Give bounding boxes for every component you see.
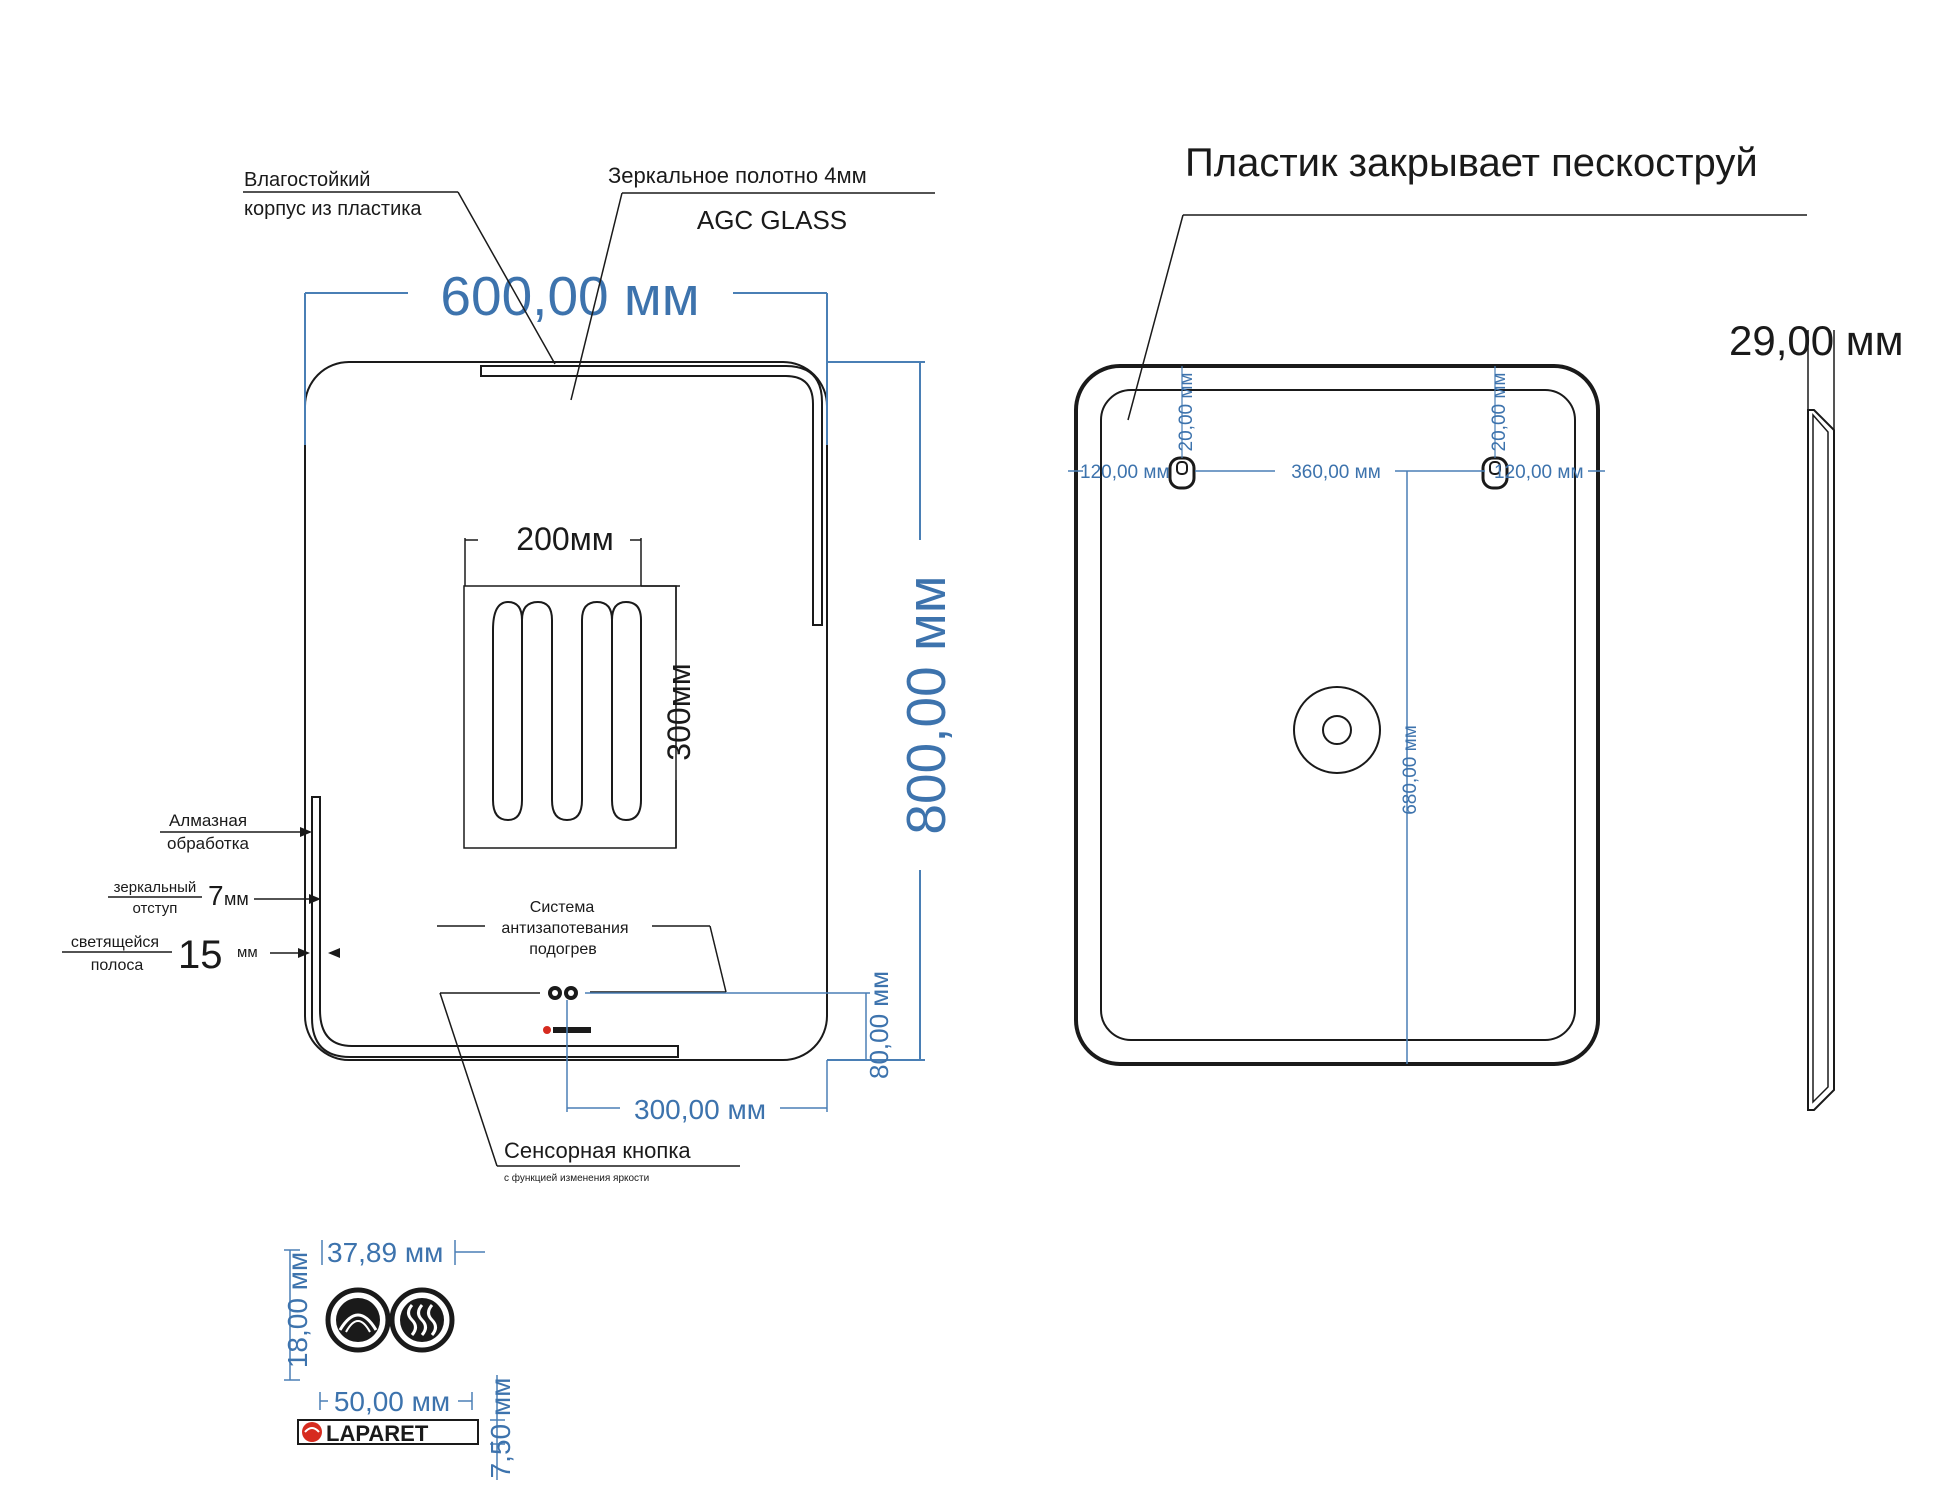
back-title: Пластик закрывает пескоструй bbox=[1185, 141, 1758, 185]
bottom-left-light-strip bbox=[311, 796, 679, 1058]
strip-unit: мм bbox=[237, 944, 258, 961]
front-logo-bar bbox=[553, 1027, 591, 1033]
mirror-front-outline bbox=[304, 361, 828, 1061]
detail-logo-text: LAPARET bbox=[326, 1421, 429, 1446]
hook-top-left-label: 20,00 мм bbox=[1176, 373, 1197, 452]
mirror-back-inner bbox=[1100, 389, 1576, 1041]
callout-housing-line1: Влагостойкий bbox=[244, 169, 370, 191]
callout-antifog-line2: антизапотевания bbox=[501, 920, 628, 937]
hook-top-right-label: 20,00 мм bbox=[1489, 373, 1510, 452]
mirror-offset-unit: мм bbox=[224, 889, 249, 909]
detail-view: 37,89 мм 18,00 мм 50,00 мм bbox=[282, 1237, 516, 1480]
detail-buttons-width: 37,89 мм bbox=[327, 1237, 443, 1268]
back-title-leader bbox=[1127, 214, 1184, 421]
strip-label-line2: полоса bbox=[91, 957, 144, 974]
strip-arrow-right bbox=[328, 948, 340, 958]
hook-left-edge-label: 120,00 мм bbox=[1080, 462, 1170, 483]
side-profile-outer bbox=[1807, 409, 1835, 1111]
callout-housing-line2: корпус из пластика bbox=[244, 198, 422, 220]
callout-glass-leader bbox=[570, 192, 623, 401]
callout-edge-line1: Алмазная bbox=[169, 811, 247, 830]
front-logo-mark bbox=[543, 1026, 551, 1034]
front-touch-button-2-inner bbox=[568, 990, 574, 996]
button-bottom-offset-label: 80,00 мм bbox=[864, 971, 894, 1079]
detail-logo: LAPARET bbox=[297, 1419, 479, 1446]
front-width-label: 600,00 мм bbox=[440, 265, 699, 327]
back-center-connector-outer bbox=[1293, 686, 1381, 774]
detail-logo-height: 7,50 мм bbox=[485, 1378, 516, 1479]
detail-logo-width: 50,00 мм bbox=[334, 1386, 450, 1417]
heater-width-label: 200мм bbox=[516, 521, 613, 557]
mirror-back-outline bbox=[1074, 364, 1600, 1066]
detail-button-light bbox=[325, 1287, 391, 1353]
callout-antifog-leader bbox=[709, 925, 727, 993]
detail-button-heat bbox=[389, 1287, 455, 1353]
strip-arrow-left bbox=[298, 948, 310, 958]
heater-height-label: 300мм bbox=[661, 663, 697, 760]
top-right-light-strip bbox=[480, 365, 823, 626]
callout-glass-line1: Зеркальное полотно 4мм bbox=[608, 163, 867, 188]
strip-value: 15 bbox=[178, 933, 223, 977]
callout-glass-line2: AGC GLASS bbox=[697, 205, 847, 235]
callout-button-title: Сенсорная кнопка bbox=[504, 1138, 691, 1163]
back-view: Пластик закрывает пескоструй 120,00 мм 3… bbox=[1068, 141, 1807, 1066]
heater-element-start bbox=[492, 600, 523, 631]
strip-label-line1: светящейся bbox=[71, 934, 159, 951]
side-depth-label: 29,00 мм bbox=[1729, 317, 1904, 364]
button-side-offset-label: 300,00 мм bbox=[634, 1094, 766, 1125]
callout-edge-line2: обработка bbox=[167, 834, 250, 853]
side-view: 29,00 мм bbox=[1729, 317, 1904, 1111]
hook-to-bottom-label: 680,00 мм bbox=[1400, 725, 1421, 815]
side-profile-inner bbox=[1812, 413, 1829, 1104]
detail-buttons-height: 18,00 мм bbox=[282, 1252, 313, 1368]
hook-spacing-label: 360,00 мм bbox=[1291, 462, 1381, 483]
callout-antifog-line3: подогрев bbox=[529, 941, 597, 958]
front-touch-button-1-inner bbox=[552, 990, 558, 996]
front-view: 600,00 мм 800,00 мм Влагостойкий корпус … bbox=[62, 163, 957, 1184]
mirror-offset-value: 7 bbox=[208, 880, 224, 911]
heater-pad-outline bbox=[463, 585, 677, 849]
back-center-connector-inner bbox=[1322, 715, 1352, 745]
mirror-offset-label-line1: зеркальный bbox=[114, 879, 197, 896]
mirror-offset-arrow bbox=[309, 894, 321, 904]
hook-right-edge-label: 120,00 мм bbox=[1494, 462, 1584, 483]
front-height-label: 800,00 мм bbox=[895, 575, 957, 834]
callout-antifog-line1: Система bbox=[530, 899, 595, 916]
mirror-offset-label-line2: отступ bbox=[133, 900, 178, 917]
callout-housing-leader bbox=[457, 191, 556, 365]
callout-edge-arrow bbox=[300, 827, 312, 837]
heater-element bbox=[492, 600, 642, 822]
callout-button-leader bbox=[439, 992, 498, 1167]
callout-button-subtitle: с функцией изменения яркости bbox=[504, 1172, 649, 1184]
hook-left bbox=[1168, 456, 1196, 490]
